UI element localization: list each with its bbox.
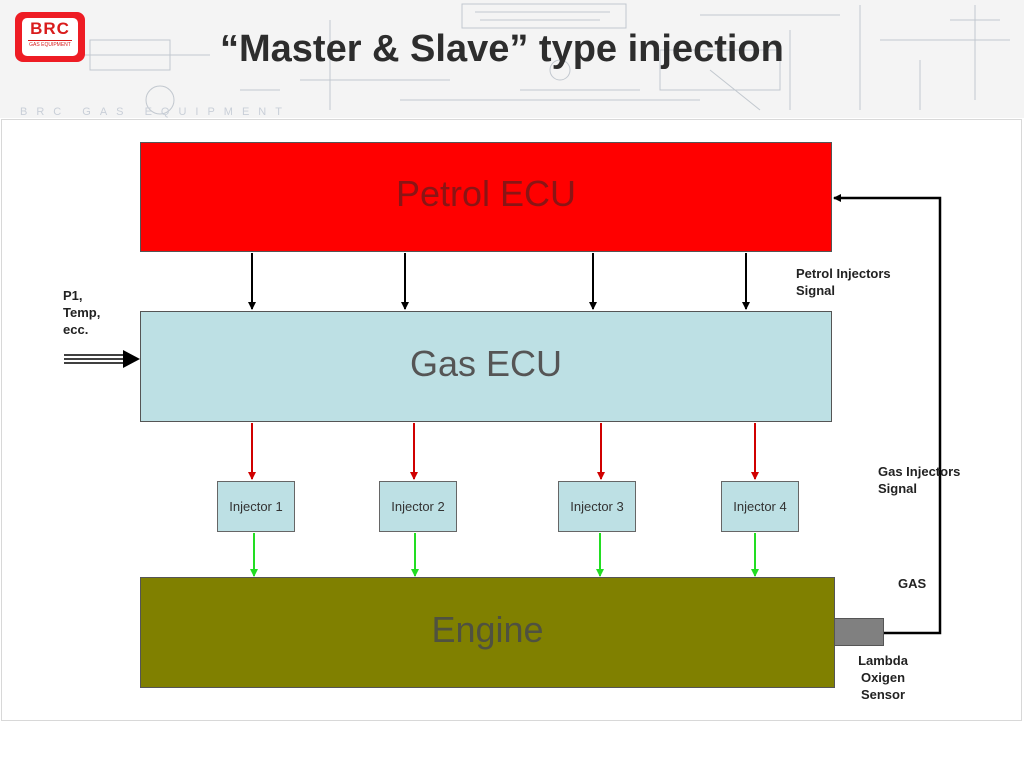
petrol-ecu-label: Petrol ECU <box>395 173 577 214</box>
gas-injectors-signal-label: Gas Injectors Signal <box>878 464 961 496</box>
logo-mark: BRC <box>30 19 70 38</box>
brand-strip: BRC GAS EQUIPMENT <box>20 106 291 118</box>
gas-label: GAS <box>898 576 927 591</box>
gas-ecu-block: Gas ECU <box>140 311 832 422</box>
lambda-sensor <box>834 618 884 646</box>
input-arrow <box>64 350 140 368</box>
injector-1: Injector 1 <box>217 481 295 532</box>
slide-header: BRC GAS EQUIPMENT “Master & Slave” type … <box>0 0 1024 118</box>
injector-3: Injector 3 <box>558 481 636 532</box>
lambda-sensor-label: Lambda Oxigen Sensor <box>858 653 908 702</box>
petrol-injectors-signal-label: Petrol Injectors Signal <box>796 266 891 298</box>
logo-subtitle: GAS EQUIPMENT <box>28 40 72 48</box>
engine-block: Engine <box>140 577 835 688</box>
injector-2: Injector 2 <box>379 481 457 532</box>
lambda-feedback-line <box>833 194 942 635</box>
petrol-ecu-block: Petrol ECU <box>140 142 832 252</box>
brc-logo: BRC GAS EQUIPMENT <box>15 12 85 62</box>
inputs-label: P1, Temp, ecc. <box>63 288 101 337</box>
injector-4: Injector 4 <box>721 481 799 532</box>
slide-title: “Master & Slave” type injection <box>220 28 784 70</box>
engine-label: Engine <box>431 608 544 650</box>
blueprint-background <box>60 3 1010 115</box>
gas-ecu-label: Gas ECU <box>409 342 563 384</box>
diagram-frame <box>1 119 1022 721</box>
